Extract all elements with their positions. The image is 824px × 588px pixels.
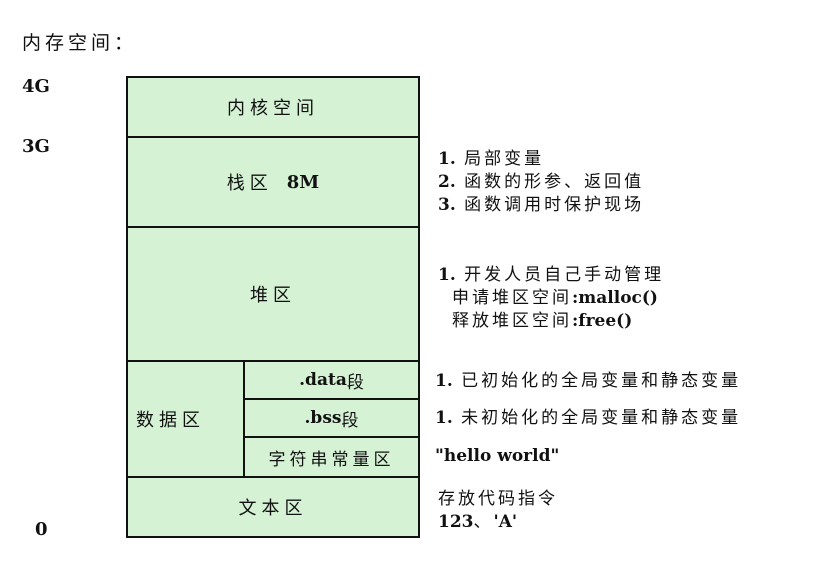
stack-size: 8M xyxy=(286,171,320,193)
stack-note-2: 2. 函数的形参、返回值 xyxy=(438,172,645,192)
kernel-space-block: 内核空间 xyxy=(126,76,420,138)
data-area-label: 数据区 xyxy=(136,410,205,431)
kernel-space-label: 内核空间 xyxy=(227,98,319,119)
stack-note-1: 1. 局部变量 xyxy=(438,149,545,169)
data-segment-suffix: 段 xyxy=(346,372,364,393)
bss-segment-note: 1. 未初始化的全局变量和静态变量 xyxy=(435,408,742,428)
heap-note-2: 申请堆区空间:malloc() xyxy=(452,288,658,308)
text-note-1: 存放代码指令 xyxy=(438,489,558,509)
heap-notes: 1. 开发人员自己手动管理 申请堆区空间:malloc() 释放堆区空间:fre… xyxy=(438,264,664,333)
string-constant-note: "hello world" xyxy=(435,446,560,466)
stack-notes: 1. 局部变量 2. 函数的形参、返回值 3. 函数调用时保护现场 xyxy=(438,148,644,217)
address-3g-label: 3G xyxy=(22,136,50,157)
bss-segment-suffix: 段 xyxy=(341,410,359,431)
data-segment-prefix: .data xyxy=(299,370,347,390)
string-constant-block: 字符串常量区 xyxy=(243,436,420,478)
text-note-2: 123、'A' xyxy=(438,512,518,532)
stack-label: 栈区 xyxy=(226,173,273,194)
text-segment-block: 文本区 xyxy=(126,476,420,538)
string-constant-label: 字符串常量区 xyxy=(268,449,395,470)
address-0-label: 0 xyxy=(35,519,48,540)
page-title: 内存空间： xyxy=(22,32,138,54)
heap-note-1: 1. 开发人员自己手动管理 xyxy=(438,265,665,285)
stack-note-3: 3. 函数调用时保护现场 xyxy=(438,195,645,215)
text-segment-label: 文本区 xyxy=(238,498,308,519)
heap-note-3: 释放堆区空间:free() xyxy=(452,311,633,331)
stack-block: 栈区 8M xyxy=(126,136,420,228)
address-4g-label: 4G xyxy=(22,76,50,97)
heap-label: 堆区 xyxy=(250,285,296,306)
data-segment-note: 1. 已初始化的全局变量和静态变量 xyxy=(435,371,742,391)
text-segment-notes: 存放代码指令 123、'A' xyxy=(438,488,558,534)
heap-block: 堆区 xyxy=(126,226,420,362)
bss-segment-prefix: .bss xyxy=(304,408,342,428)
